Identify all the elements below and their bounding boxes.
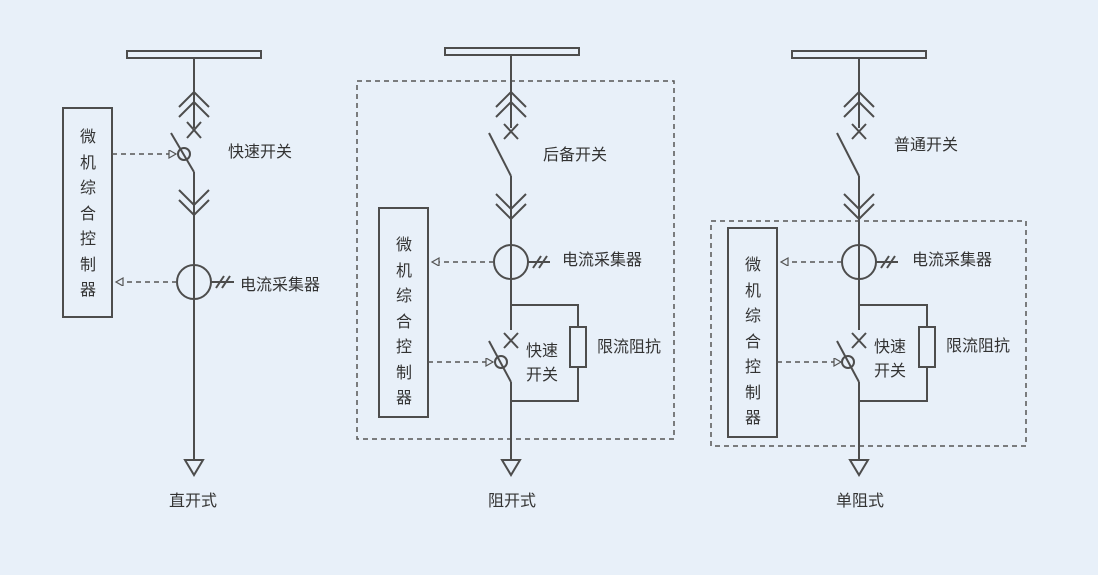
current-transformer-icon [176, 264, 234, 460]
breaker-contact-x-icon [186, 121, 202, 139]
controller-label: 微机综合控制器 [395, 235, 412, 407]
ct-label: 电流采集器 [562, 250, 643, 269]
fast-switch-icon [170, 132, 195, 190]
fast-switch-label: 快速 [526, 341, 559, 360]
backup-switch-icon [488, 132, 512, 195]
plug-contact-lower-icon [178, 189, 210, 264]
reactor-icon [569, 326, 587, 368]
controller-box [727, 227, 778, 438]
bypass-loop [859, 304, 936, 402]
diagram-direct [62, 50, 262, 477]
busbar [444, 47, 580, 56]
plug-contact-upper-icon [495, 90, 527, 128]
reactor-label: 限流阻抗 [946, 336, 1011, 355]
current-transformer-icon [493, 243, 550, 330]
current-transformer-icon [841, 243, 898, 330]
diagram-caption: 单阻式 [836, 491, 885, 510]
plug-contact-lower-icon [843, 193, 875, 243]
plug-contact-upper-icon [178, 90, 210, 128]
breaker-contact-x-icon [503, 332, 519, 349]
diagram-caption: 直开式 [169, 491, 218, 510]
controller-box [62, 107, 113, 318]
plug-contact-lower-icon [495, 193, 527, 243]
fast-switch-label: 快速 [874, 337, 907, 356]
fast-switch-label: 开关 [874, 361, 907, 380]
ct-label: 电流采集器 [240, 275, 321, 294]
fast-switch-icon [488, 340, 512, 460]
normal-switch-icon [836, 132, 860, 195]
diagram-resistive [356, 47, 675, 477]
breaker-contact-x-icon [851, 332, 867, 349]
backup-switch-label: 后备开关 [543, 145, 608, 164]
load-arrow-icon [848, 459, 870, 477]
bypass-loop [511, 304, 587, 402]
breaker-contact-x-icon [851, 123, 867, 140]
fast-switch-label: 快速开关 [228, 142, 293, 161]
cabinet-boundary [710, 220, 1027, 447]
normal-switch-label: 普通开关 [894, 135, 959, 154]
controller-label: 微机综合控制器 [744, 255, 761, 427]
busbar [126, 50, 262, 59]
diagram-caption: 阻开式 [488, 491, 537, 510]
fast-switch-icon [836, 340, 860, 460]
reactor-label: 限流阻抗 [597, 337, 662, 356]
controller-box [378, 207, 429, 418]
diagram-single-resistive [710, 50, 1027, 477]
cabinet-boundary [356, 80, 675, 440]
load-arrow-icon [500, 459, 522, 477]
fast-switch-label: 开关 [526, 365, 559, 384]
load-arrow-icon [183, 459, 205, 477]
breaker-contact-x-icon [503, 123, 519, 140]
plug-contact-upper-icon [843, 90, 875, 128]
controller-label: 微机综合控制器 [79, 127, 96, 299]
busbar [791, 50, 927, 59]
reactor-icon [918, 326, 936, 368]
ct-label: 电流采集器 [912, 250, 993, 269]
